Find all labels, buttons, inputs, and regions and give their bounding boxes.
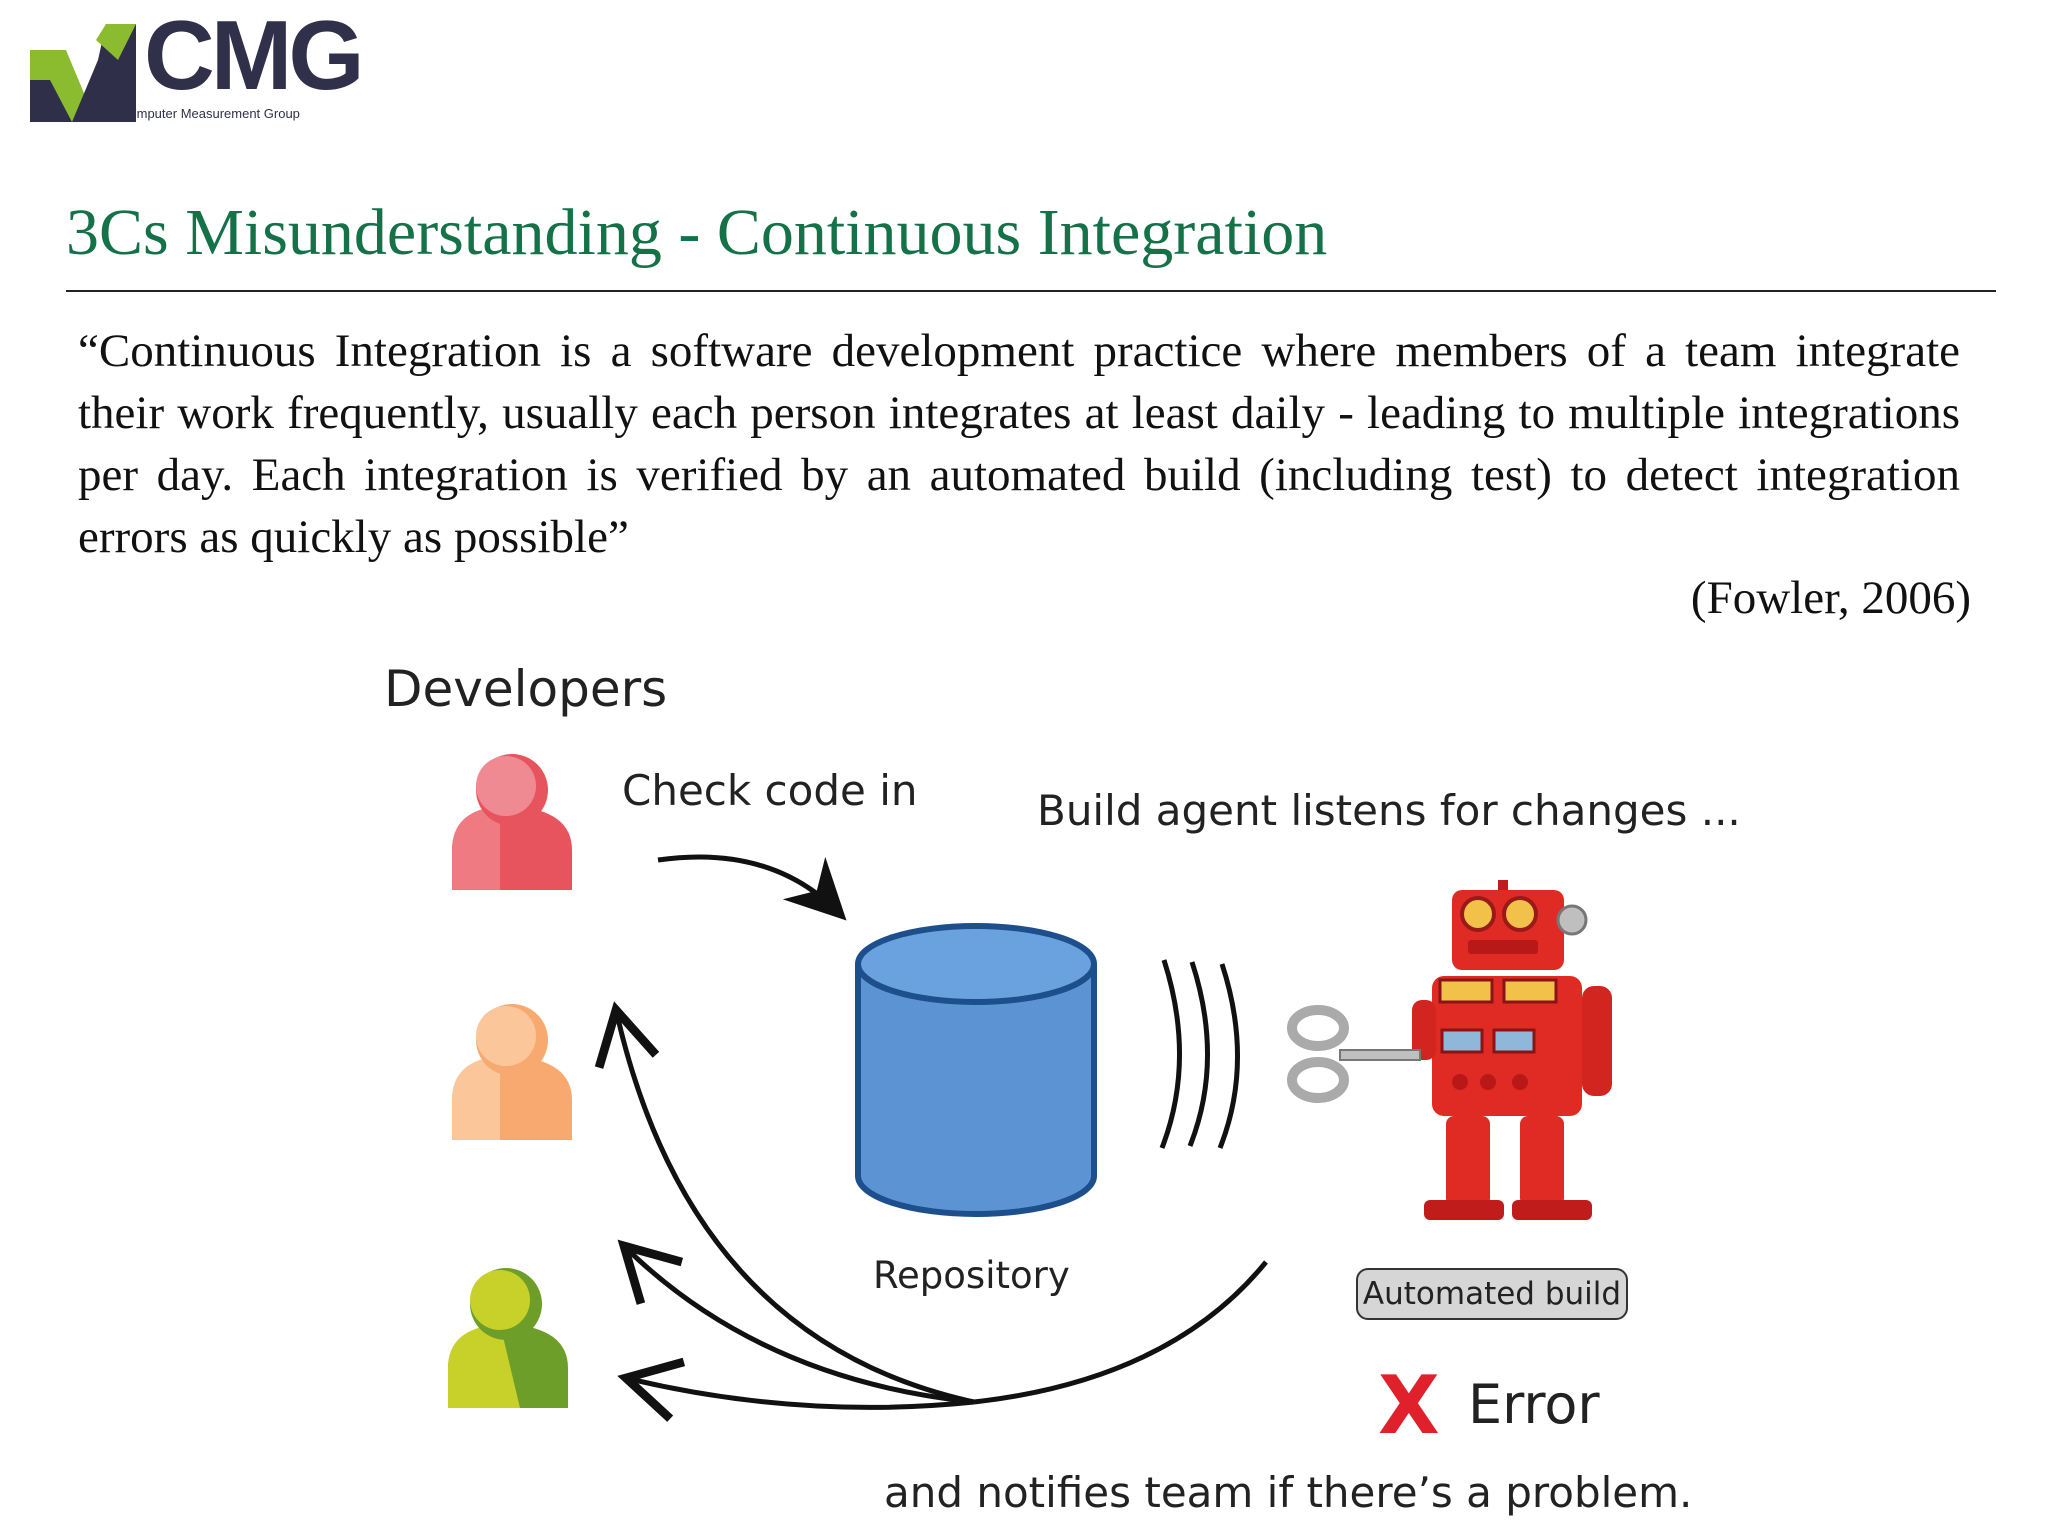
check-in-label: Check code in (622, 766, 918, 815)
notify-arrows (594, 1001, 1268, 1422)
error-x-icon: X (1378, 1359, 1440, 1452)
check-in-arrow (657, 854, 847, 921)
ci-diagram (448, 754, 1612, 1422)
cmg-logo: CMG Computer Measurement Group (26, 6, 365, 130)
developers-label: Developers (384, 660, 668, 718)
quote-text: “Continuous Integration is a software de… (78, 325, 1960, 563)
developer-orange-icon (452, 1004, 572, 1140)
repository-label: Repository (873, 1254, 1070, 1297)
error-label: Error (1468, 1373, 1600, 1436)
title-divider (66, 290, 1996, 292)
build-agent-label: Build agent listens for changes ... (1037, 786, 1741, 835)
logo-subtitle: Computer Measurement Group (120, 106, 300, 121)
cmg-logo-mark-icon (30, 24, 136, 122)
developer-red-icon (452, 754, 572, 890)
logo-wordmark: CMG (144, 0, 365, 110)
notify-label: and notifies team if there’s a problem. (884, 1468, 1693, 1517)
quote-citation: (Fowler, 2006) (1690, 572, 1971, 624)
repository-icon (855, 923, 1097, 1217)
developer-green-icon (448, 1268, 568, 1408)
automated-build-button: Automated build (1356, 1268, 1628, 1320)
signal-waves-icon (1159, 959, 1240, 1149)
slide-title: 3Cs Misunderstanding - Continuous Integr… (66, 196, 1328, 269)
robot-build-agent-icon (1287, 880, 1612, 1220)
